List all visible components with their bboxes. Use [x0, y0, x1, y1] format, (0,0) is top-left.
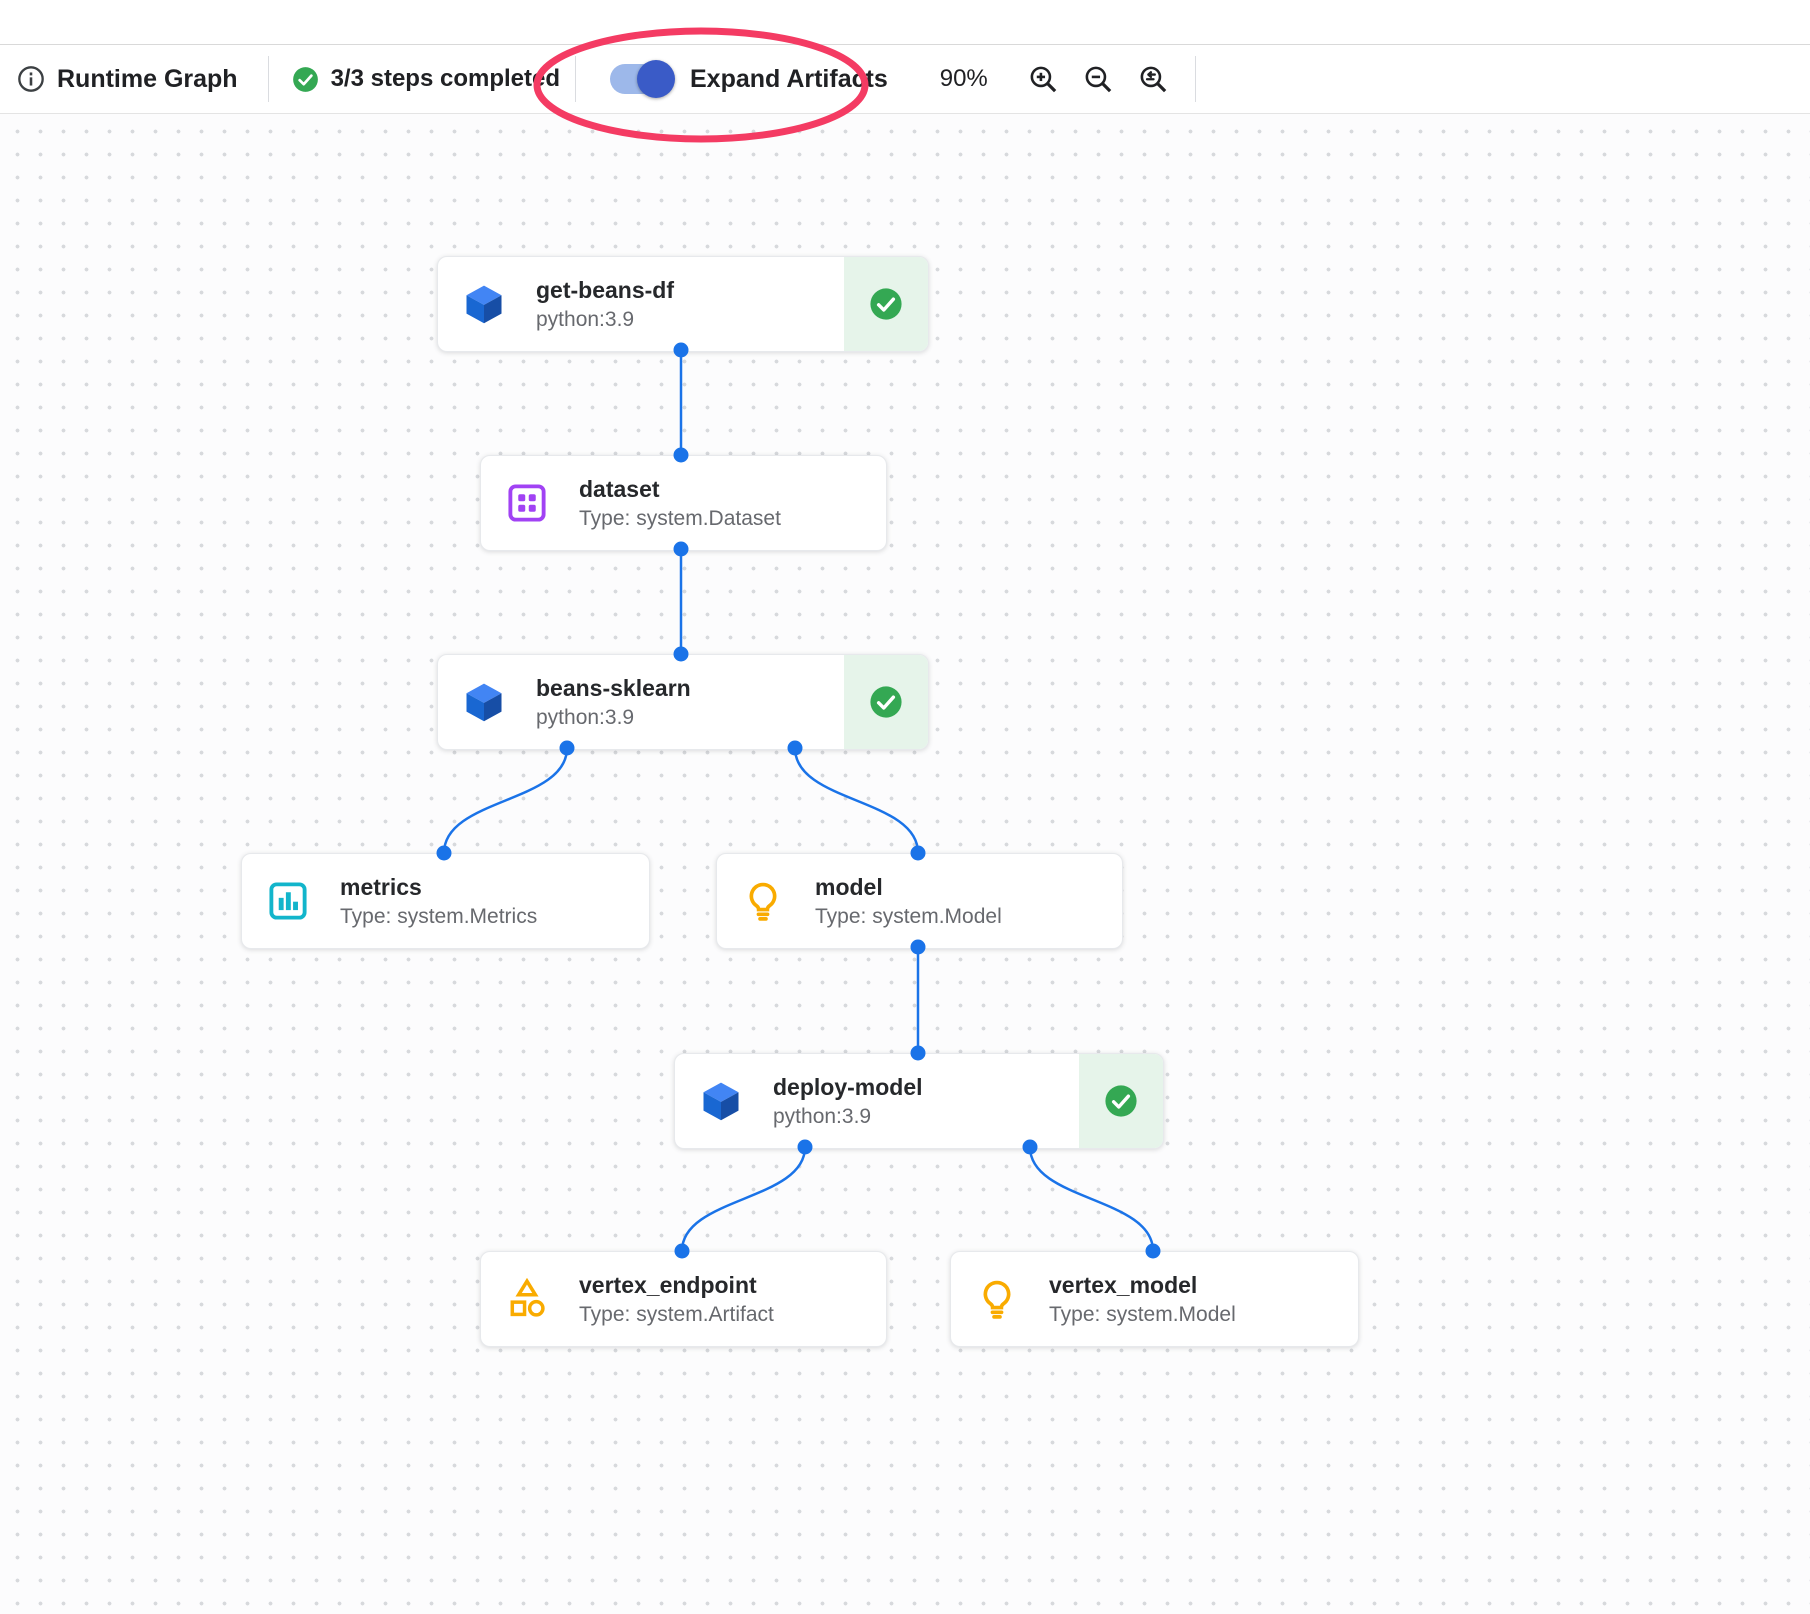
- node-title: beans-sklearn: [536, 674, 691, 701]
- status-succeeded-badge: [1079, 1054, 1163, 1148]
- node-get-beans-df[interactable]: get-beans-df python:3.9: [437, 256, 929, 352]
- node-subtitle: Type: system.Metrics: [340, 905, 538, 929]
- metrics-icon: [267, 880, 309, 922]
- node-subtitle: Type: system.Model: [815, 905, 1002, 929]
- node-title: vertex_endpoint: [579, 1271, 757, 1298]
- artifact-icon: [506, 1278, 548, 1320]
- node-title: get-beans-df: [536, 276, 674, 303]
- node-subtitle: python:3.9: [536, 706, 635, 730]
- node-text: deploy-model python:3.9: [773, 1073, 923, 1130]
- zoom-out-icon[interactable]: [1083, 64, 1114, 95]
- node-subtitle: Type: system.Artifact: [579, 1303, 774, 1327]
- zoom-level: 90%: [939, 65, 988, 92]
- steps-completed-label: 3/3 steps completed: [330, 65, 560, 92]
- status-succeeded-badge: [844, 257, 928, 351]
- zoom-in-icon[interactable]: [1028, 64, 1059, 95]
- expand-artifacts-toggle[interactable]: [610, 60, 675, 98]
- node-text: beans-sklearn python:3.9: [536, 674, 691, 731]
- toolbar-divider: [267, 56, 269, 102]
- pipeline-step-icon: [700, 1080, 742, 1122]
- status-succeeded-badge: [844, 655, 928, 749]
- node-title: model: [815, 873, 883, 900]
- pipeline-step-icon: [463, 283, 505, 325]
- node-subtitle: Type: system.Dataset: [579, 507, 781, 531]
- model-icon: [742, 880, 784, 922]
- pipeline-step-icon: [463, 681, 505, 723]
- node-subtitle: python:3.9: [773, 1105, 872, 1129]
- node-text: get-beans-df python:3.9: [536, 276, 674, 333]
- toolbar-divider: [575, 56, 576, 102]
- info-icon[interactable]: [17, 65, 45, 93]
- node-title: vertex_model: [1049, 1271, 1198, 1298]
- top-strip: [0, 0, 1810, 45]
- toolbar-divider: [1194, 56, 1196, 102]
- toggle-knob: [637, 60, 675, 98]
- zoom-reset-icon[interactable]: [1138, 64, 1169, 95]
- node-title: metrics: [340, 873, 422, 900]
- page-title: Runtime Graph: [57, 64, 238, 93]
- node-title: dataset: [579, 475, 660, 502]
- toolbar: Runtime Graph 3/3 steps completed Expand…: [0, 45, 1810, 114]
- expand-artifacts-label: Expand Artifacts: [690, 64, 888, 93]
- model-icon: [976, 1278, 1018, 1320]
- node-beans-sklearn[interactable]: beans-sklearn python:3.9: [437, 654, 929, 750]
- dataset-icon: [506, 482, 548, 524]
- node-deploy-model[interactable]: deploy-model python:3.9: [674, 1053, 1164, 1149]
- node-subtitle: python:3.9: [536, 308, 635, 332]
- node-subtitle: Type: system.Model: [1049, 1303, 1236, 1327]
- check-circle-icon: [292, 66, 319, 93]
- node-title: deploy-model: [773, 1073, 923, 1100]
